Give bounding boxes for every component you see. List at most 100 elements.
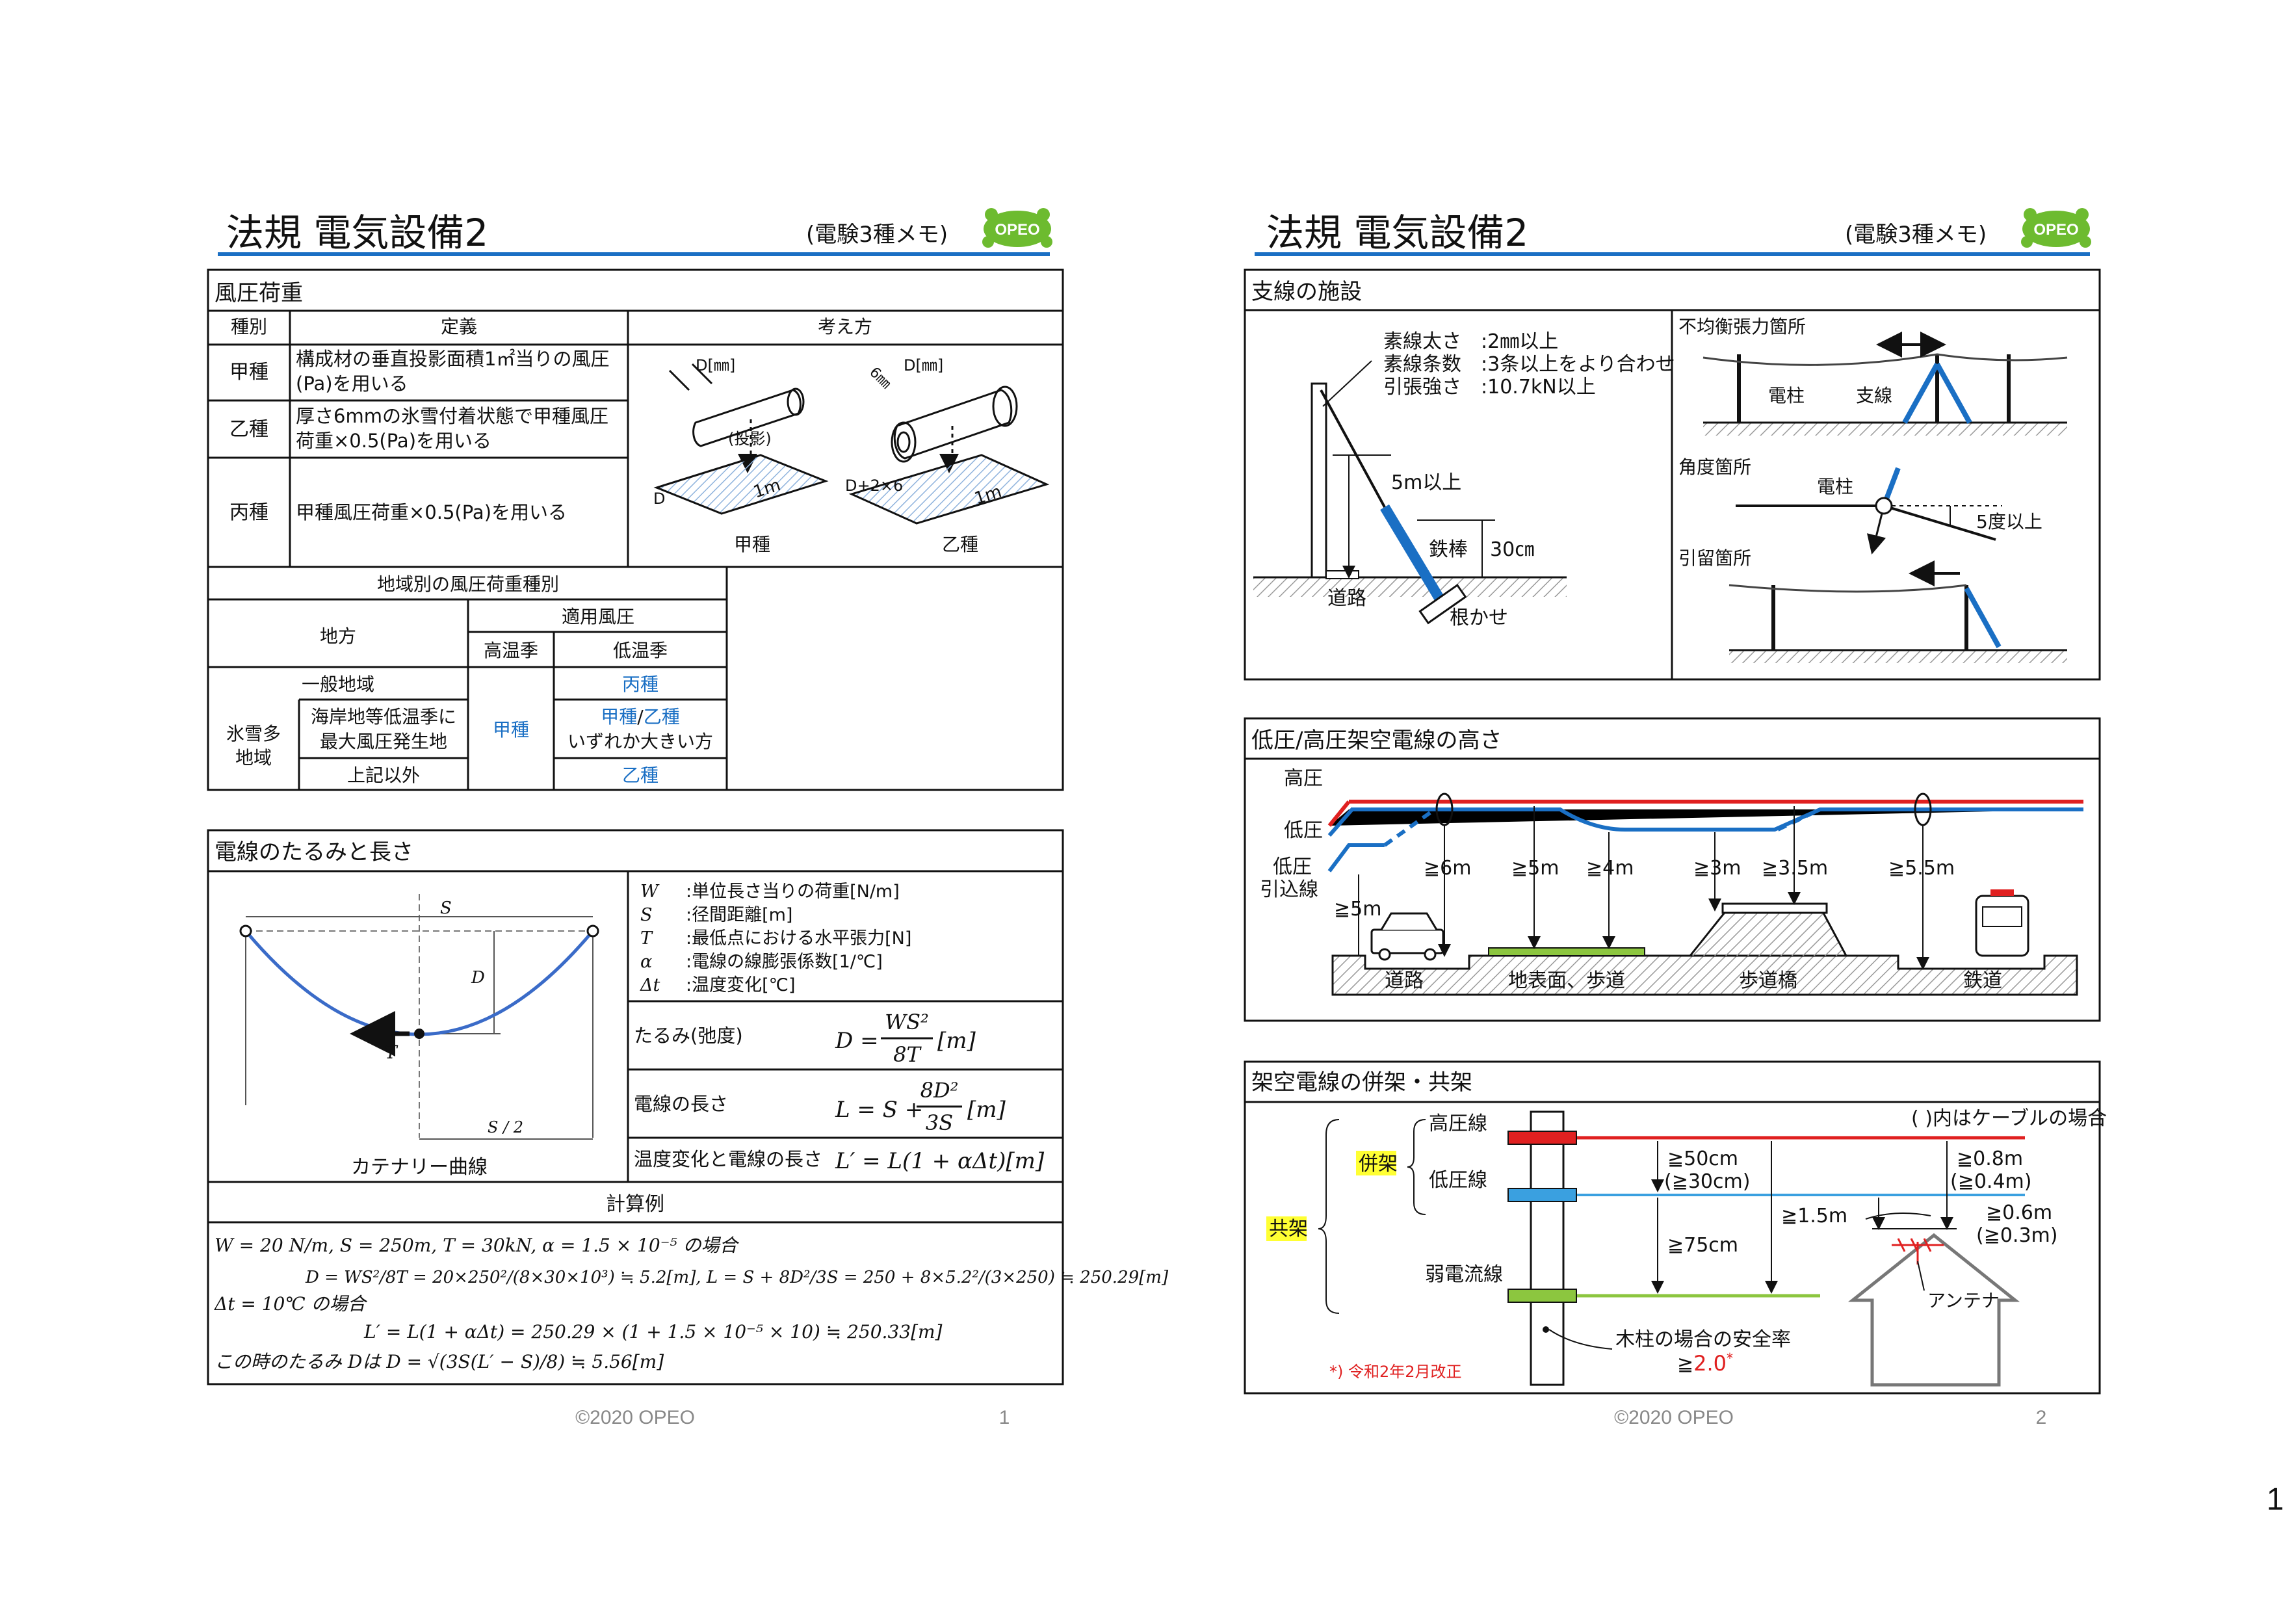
title-rule bbox=[218, 252, 1050, 256]
row-otsu-def1: 厚さ6mmの氷雪付着状態で甲種風圧 bbox=[296, 405, 608, 427]
joint-heika: 併架 bbox=[1359, 1153, 1398, 1175]
col-def: 定義 bbox=[441, 316, 477, 337]
fig-S2: S / 2 bbox=[488, 1118, 523, 1136]
fig-dmm-2: D[㎜] bbox=[904, 356, 943, 374]
guy-anchor: 根かせ bbox=[1450, 607, 1508, 629]
joint-weak: 弱電流線 bbox=[1425, 1263, 1503, 1286]
joint-revision: *) 令和2年2月改正 bbox=[1329, 1363, 1462, 1381]
footer-page: 2 bbox=[2036, 1407, 2047, 1428]
row-hei-type: 丙種 bbox=[229, 501, 268, 524]
row-kou-type: 甲種 bbox=[229, 361, 268, 384]
guy-rod: 鉄棒 bbox=[1429, 538, 1468, 561]
height-drop-1: 低圧 bbox=[1273, 856, 1312, 878]
title-rule bbox=[1255, 252, 2090, 256]
formula-temp: L′ = L(1 + αΔt)[m] bbox=[835, 1148, 1045, 1174]
height-5m-drop: ≧5m bbox=[1334, 898, 1381, 921]
joint-08m: ≧0.8m bbox=[1957, 1147, 2023, 1170]
joint-hv: 高圧線 bbox=[1429, 1112, 1487, 1135]
joint-wood-2-prefix: ≧ bbox=[1677, 1353, 1693, 1376]
other-region: 上記以外 bbox=[347, 765, 420, 786]
calc-header: 計算例 bbox=[606, 1193, 664, 1216]
formula-sag-den: 8T bbox=[893, 1042, 922, 1067]
formula-sag-tail: [m] bbox=[937, 1028, 976, 1054]
height-header: 低圧/高圧架空電線の高さ bbox=[1251, 728, 1502, 754]
joint-figure bbox=[1318, 1110, 2025, 1387]
joint-antenna: アンテナ bbox=[1927, 1290, 2000, 1311]
var-desc-2: :最低点における水平張力[N] bbox=[686, 928, 911, 949]
height-lv: 低圧 bbox=[1284, 819, 1323, 842]
height-drop-2: 引込線 bbox=[1260, 878, 1318, 901]
fig-kou: 甲種 bbox=[734, 534, 770, 555]
joint-04m: (≧0.4m) bbox=[1950, 1170, 2031, 1193]
joint-note: ( )内はケーブルの場合 bbox=[1911, 1107, 2107, 1130]
var-sym-2: T bbox=[640, 928, 653, 949]
angle-label: 角度箇所 bbox=[1678, 456, 1751, 478]
fig-D: D bbox=[471, 968, 485, 988]
col-high: 高温季 bbox=[484, 640, 538, 661]
wind-header: 風圧荷重 bbox=[215, 280, 303, 306]
height-35m: ≧3.5m bbox=[1762, 857, 1828, 880]
calc-line-0: W = 20 N/m, S = 250m, T = 30kN, α = 1.5 … bbox=[215, 1235, 740, 1256]
height-road: 道路 bbox=[1385, 969, 1424, 992]
height-section bbox=[1244, 717, 2101, 1022]
height-figure bbox=[1327, 793, 2083, 996]
coast-region-1: 海岸地等低温季に bbox=[311, 706, 456, 728]
calc-line-1: D = WS²/8T = 20×250²/(8×30×10³) ≒ 5.2[m]… bbox=[305, 1268, 1169, 1287]
formula-sag-num: WS² bbox=[885, 1010, 929, 1034]
guy-road: 道路 bbox=[1327, 587, 1366, 610]
col-low: 低温季 bbox=[613, 640, 668, 661]
formula-length-tail: [m] bbox=[967, 1097, 1006, 1123]
fig-dmm-1: D[㎜] bbox=[696, 356, 735, 374]
low-either: 甲種/乙種 bbox=[601, 706, 679, 728]
footer-page: 1 bbox=[999, 1407, 1010, 1428]
formula-length-den: 3S bbox=[926, 1110, 953, 1135]
slide-title: 法規 電気設備2 bbox=[1266, 211, 1528, 255]
fig-d2x6: D+2×6 bbox=[845, 477, 903, 495]
formula-label-length: 電線の長さ bbox=[634, 1093, 728, 1115]
slide-subtitle: (電験3種メモ) bbox=[806, 222, 948, 248]
row-hei-def1: 甲種風圧荷重×0.5(Pa)を用いる bbox=[296, 501, 567, 523]
var-sym-3: α bbox=[640, 952, 652, 972]
high-kou: 甲種 bbox=[493, 719, 529, 741]
slide-2: 法規 電気設備2 (電験3種メモ) OPEO 支線の施設 bbox=[1244, 208, 2107, 1428]
height-5m: ≧5m bbox=[1511, 857, 1559, 880]
height-ground: 地表面、歩道 bbox=[1508, 969, 1625, 992]
wind-pressure-section bbox=[207, 269, 1064, 791]
fig-caption: カテナリー曲線 bbox=[351, 1156, 488, 1179]
snow-region-1: 氷雪多 bbox=[226, 723, 281, 744]
slide-subtitle: (電験3種メモ) bbox=[1845, 222, 1987, 248]
low-either-b: 乙種 bbox=[644, 706, 680, 728]
sag-section bbox=[207, 829, 1064, 1385]
formula-sag-lhs: D = bbox=[835, 1028, 879, 1054]
guy-5m: 5m以上 bbox=[1391, 471, 1461, 494]
heika-highlight bbox=[1356, 1151, 1396, 1175]
snow-region-2: 地域 bbox=[235, 747, 272, 768]
kyoka-highlight bbox=[1266, 1216, 1307, 1241]
height-55m: ≧5.5m bbox=[1888, 857, 1955, 880]
joint-lv: 低圧線 bbox=[1429, 1169, 1487, 1192]
joint-03m: (≧0.3m) bbox=[1976, 1224, 2057, 1247]
var-desc-0: :単位長さ当りの荷重[N/m] bbox=[686, 882, 900, 902]
general-region: 一般地域 bbox=[302, 674, 374, 695]
low-either-a: 甲種 bbox=[601, 706, 637, 728]
low-otsu: 乙種 bbox=[622, 765, 659, 786]
fig-S: S bbox=[440, 898, 452, 918]
low-either-note: いずれか大きい方 bbox=[567, 731, 713, 752]
joint-30cm: (≧30cm) bbox=[1664, 1170, 1750, 1193]
dead-end-label: 引留箇所 bbox=[1678, 547, 1751, 569]
low-hei: 丙種 bbox=[622, 674, 659, 695]
angle-figure bbox=[1736, 467, 2002, 555]
fig-d: D bbox=[653, 490, 665, 508]
var-desc-1: :径間距離[m] bbox=[686, 905, 792, 925]
height-bridge: 歩道橋 bbox=[1739, 969, 1797, 992]
calc-lines: W = 20 N/m, S = 250m, T = 30kN, α = 1.5 … bbox=[214, 1235, 1169, 1372]
calc-line-4: この時のたるみ Dは D = √(3S(L′ − S)/8) ≒ 5.56[m] bbox=[215, 1351, 664, 1372]
formula-length-lhs: L = S + bbox=[835, 1097, 923, 1123]
slide-title: 法規 電気設備2 bbox=[226, 211, 488, 255]
guy-spec-2: 素線条数 :3条以上をより合わせ bbox=[1383, 353, 1675, 376]
col-view: 考え方 bbox=[818, 316, 872, 337]
height-4m: ≧4m bbox=[1586, 857, 1634, 880]
joint-75cm: ≧75cm bbox=[1667, 1234, 1738, 1257]
region-header: 地域別の風圧荷重種別 bbox=[377, 573, 559, 595]
